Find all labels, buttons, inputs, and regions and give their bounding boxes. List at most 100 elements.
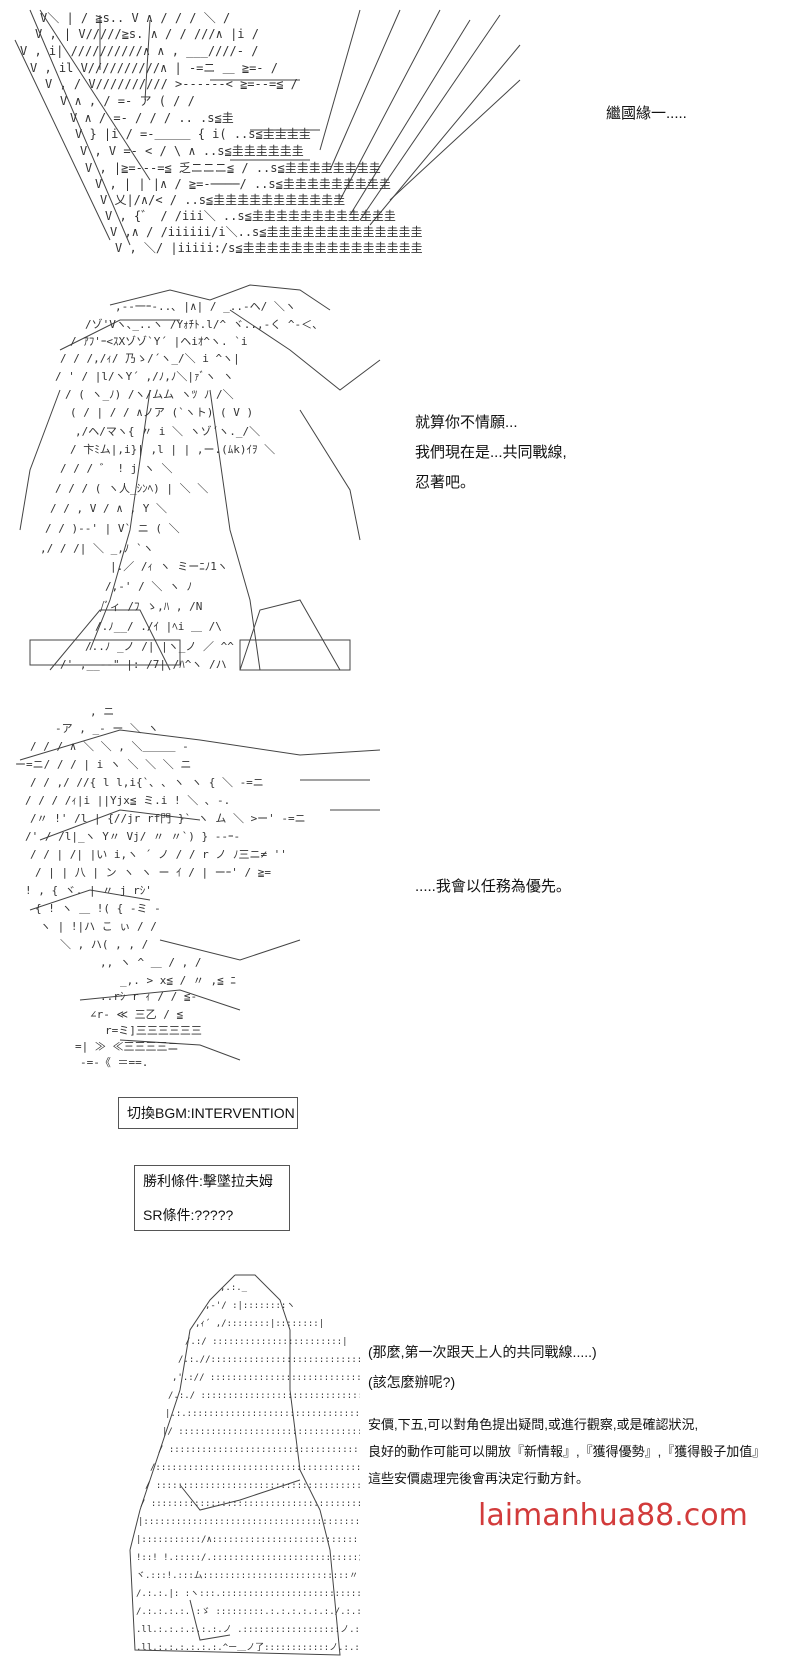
svg-text:V ∧ / =- / / /: V ∧ / =- / / / .. .s≦圭 bbox=[70, 111, 234, 125]
instruction-line-3: 這些安價處理完後會再決定行動方針。 bbox=[368, 1471, 590, 1486]
svg-text:/ / / ∧ ＼ ＼ , ＼＿＿＿: / / / ∧ ＼ ＼ , ＼＿＿＿ - bbox=[30, 740, 189, 753]
svg-text:/ / )--' | V` ニ ( ＼: / / )--' | V` ニ ( ＼ bbox=[45, 522, 180, 535]
svg-text:＼ , ハ( , , /: ＼ , ハ( , , / bbox=[60, 938, 148, 951]
svg-text:|.／ /ｨ ヽ ミーﾆﾉ1ヽ: |.／ /ｨ ヽ ミーﾆﾉ1ヽ bbox=[110, 560, 228, 573]
svg-text:V , il V//////////∧ |: V , il V//////////∧ | -=ニ ＿ ≧=- / bbox=[30, 61, 278, 75]
svg-text:!::! !.:::::/.::::::::::::::::: !::! !.:::::/.::::::::::::::::::::::::::… bbox=[136, 1553, 360, 1563]
svg-text:_,. > x≦ / 〃 ,≦ ﾆ: _,. > x≦ / 〃 ,≦ ﾆ bbox=[120, 974, 236, 987]
svg-text:V , |≧=---=≦ 乏ニニニ≦ / ..s≦: V , |≧=---=≦ 乏ニニニ≦ / ..s≦圭圭圭圭圭圭圭圭 bbox=[85, 161, 381, 175]
svg-text:/.:.//::::::::::::::::::::::::: /.:.//::::::::::::::::::::::::::::| bbox=[178, 1355, 360, 1365]
svg-text:/ ' / |l/ヽY´ ,/ﾉ,ﾉ＼|ｧﾞヽ ヽ: / ' / |l/ヽY´ ,/ﾉ,ﾉ＼|ｧﾞヽ ヽ bbox=[55, 370, 234, 383]
svg-text:/' / /l|_ヽ Y〃 Vj/ 〃 〃`) }: /' / /l|_ヽ Y〃 Vj/ 〃 〃`) } --ｰ- bbox=[25, 830, 240, 843]
svg-text:/.:./ ::::::::::::::::::::::::: /.:./ :::::::::::::::::::::::::::::::::| bbox=[168, 1391, 360, 1401]
svg-text:/ / / ( ヽ人_ｼﾝﾍ) | ＼ ＼: / / / ( ヽ人_ｼﾝﾍ) | ＼ ＼ bbox=[55, 482, 208, 495]
ascii-art-back-figure: ,.:._ ,-'/ :|::::::::ヽ ,ｨ´ ,/::::::::|::… bbox=[0, 1270, 360, 1667]
svg-text:V } |i / =-＿＿＿ { i(: V } |i / =-＿＿＿ { i( ..s≦圭圭圭圭 bbox=[75, 127, 311, 141]
svg-text:/ ｱﾌ'ｰ<ｽXゾゾ`Y´ |ヘiｵ^ヽ. `i: / ｱﾌ'ｰ<ｽXゾゾ`Y´ |ヘiｵ^ヽ. `i bbox=[70, 335, 247, 348]
svg-text:! , { ヾ. | 〃 j rｼ': ! , { ヾ. | 〃 j rｼ' bbox=[25, 884, 152, 897]
svg-text:-=-《 ＝==.: -=-《 ＝==. bbox=[80, 1056, 148, 1069]
svg-text:/:::::::::::::::::::::::::::::: /:::::::::::::::::::::::::::::::::::::::… bbox=[150, 1463, 360, 1473]
svg-text:/.:.:.:.:. :ゞ :::::::::.:.:.:.: /.:.:.:.:. :ゞ :::::::::.:.:.:.:.:.:./.:.… bbox=[136, 1607, 360, 1617]
svg-text:V 乂|/∧/< / ..s≦圭圭圭圭圭圭: V 乂|/∧/< / ..s≦圭圭圭圭圭圭圭圭圭圭圭 bbox=[100, 193, 345, 207]
svg-text:/.:/ ::::::::::::::::::::::::|: /.:/ ::::::::::::::::::::::::| bbox=[185, 1337, 348, 1347]
svg-text:-ア , _- ー ＼ ヽ: -ア , _- ー ＼ ヽ bbox=[55, 722, 159, 735]
thought-line-1: (那麼,第一次跟天上人的共同戰線.....) bbox=[368, 1344, 597, 1360]
panel-1-caption: 繼國緣一..... bbox=[606, 105, 687, 122]
panel-2-line-2: 我們現在是...共同戰線, bbox=[415, 444, 567, 461]
svg-text:|:::::::::::/∧::::::::::::::::: |:::::::::::/∧::::::::::::::::::::::::::… bbox=[136, 1535, 360, 1545]
svg-text:r=ミ]三三三三三三: r=ミ]三三三三三三 bbox=[105, 1024, 202, 1037]
svg-text:/ | | 八 | ン ヽ ヽ ー ｲ / |: / | | 八 | ン ヽ ヽ ー ｲ / | ーｰ' / ≧= bbox=[35, 866, 271, 879]
ascii-art-robot: ,--一ｰ-..､ |∧| / _..-ヘ/ ＼ヽ /ゾ'Vヽ､_..ヽ /Yｫ… bbox=[0, 270, 400, 690]
svg-text:|:::::::::::::::::::::::::::::: |:::::::::::::::::::::::::::::::::::::::… bbox=[138, 1517, 360, 1527]
svg-text:/ / | /| |い i,ヽ ´ ノ / / r: / / | /| |い i,ヽ ´ ノ / / r ノ ﾉ三ニ≠ '' bbox=[30, 848, 287, 861]
svg-text:,/ / /| ＼ _,ﾉ `ヽ: ,/ / /| ＼ _,ﾉ `ヽ bbox=[40, 542, 154, 555]
svg-text:,/ヘ/マヽ{ 〃 i ＼ ヽゾ´ヽ._/＼: ,/ヘ/マヽ{ 〃 i ＼ ヽゾ´ヽ._/＼ bbox=[75, 425, 260, 438]
panel-2-line-3: 忍著吧。 bbox=[415, 474, 476, 491]
svg-text:/ﾞィ /ﾌ ゝ,ﾊ , /N: /ﾞィ /ﾌ ゝ,ﾊ , /N bbox=[100, 600, 202, 613]
svg-text:V＼ | / ≧s.. V ∧: V＼ | / ≧s.. V ∧ / / / ＼ / bbox=[40, 11, 230, 25]
svg-text:.ll.:.:.:.:.:.:.^ー＿ノ了:::::::::: .ll.:.:.:.:.:.:.^ー＿ノ了::::::::::::ノ.:.:.:… bbox=[136, 1642, 360, 1653]
svg-text:/,-' / ＼ ヽ ﾉ: /,-' / ＼ ヽ ﾉ bbox=[105, 580, 192, 593]
svg-text:V , ＼/ |iiiii:/s≦圭圭圭圭圭圭圭圭圭圭圭圭圭: V , ＼/ |iiiii:/s≦圭圭圭圭圭圭圭圭圭圭圭圭圭圭圭 bbox=[115, 241, 423, 255]
sr-condition: SR條件:????? bbox=[143, 1207, 234, 1223]
svg-text:/ / /,/ｨ/ 乃ゝ/´ヽ_/＼ i ^ヽ|: / / /,/ｨ/ 乃ゝ/´ヽ_/＼ i ^ヽ| bbox=[60, 352, 240, 365]
panel-5: ,.:._ ,-'/ :|::::::::ヽ ,ｨ´ ,/::::::::|::… bbox=[0, 1270, 800, 1667]
svg-text:,ｨ´ ,/::::::::|::::::::|: ,ｨ´ ,/::::::::|::::::::| bbox=[195, 1318, 324, 1329]
svg-text:{ ! ヽ ＿ !( { -ミ -: { ! ヽ ＿ !( { -ミ - bbox=[35, 902, 161, 915]
svg-text:/ / ,/ //{ l l,i{`､ ､ ヽ ヽ {: / / ,/ //{ l l,i{`､ ､ ヽ ヽ { ＼ -=ニ bbox=[30, 776, 264, 789]
svg-text:,-'/ :|::::::::ヽ: ,-'/ :|::::::::ヽ bbox=[205, 1301, 295, 1311]
svg-text:/〃 !' /l | {//jr rf門 }` ヽ: /〃 !' /l | {//jr rf門 }` ヽ ム ＼ >ー' -=ニ bbox=[30, 812, 306, 825]
svg-text:, ニ: , ニ bbox=[90, 705, 114, 718]
panel-1: V＼ | / ≧s.. V ∧ / / / ＼ / V , | V/////≧s… bbox=[0, 0, 800, 260]
svg-text:|.:.::::::::::::::::::::::::::: |.:.::::::::::::::::::::::::::::::::::::… bbox=[165, 1409, 360, 1419]
svg-text:V , / V////////// >------<: V , / V////////// >------< ≧=--=≦ / bbox=[45, 77, 298, 91]
svg-text:V , {゛ / /iii＼ ..s≦圭圭圭圭圭圭圭圭: V , {゛ / /iii＼ ..s≦圭圭圭圭圭圭圭圭圭圭圭圭 bbox=[105, 209, 396, 223]
svg-text:V , | V/////≧s.: V , | V/////≧s. ∧ / / ///∧ |i / bbox=[35, 27, 259, 41]
svg-text:/.:.:.|: :ヽ:::.:::::::::::::::: /.:.:.|: :ヽ:::.:::::::::::::::::::::::::… bbox=[136, 1589, 360, 1599]
svg-text:,.:._: ,.:._ bbox=[220, 1283, 248, 1293]
panel-3: , ニ -ア , _- ー ＼ ヽ / / / ∧ ＼ ＼ , ＼＿＿＿ - ー… bbox=[0, 700, 800, 1080]
svg-text:V , i| //////////∧ ∧: V , i| //////////∧ ∧ , ___////- / bbox=[20, 44, 258, 58]
panel-2-line-1: 就算你不情願... bbox=[415, 414, 518, 431]
svg-text:∠r- ≪ 三乙 / ≦: ∠r- ≪ 三乙 / ≦ bbox=[90, 1008, 183, 1021]
svg-text:/..ﾉ _ノ /| |ヽ_ノ ／ ^^: /..ﾉ _ノ /| |ヽ_ノ ／ ^^ bbox=[85, 640, 234, 653]
svg-text:ヾ.:::!.:::ム:::::::::::::::::::: ヾ.:::!.:::ム:::::::::::::::::::::::::::〃 … bbox=[136, 1570, 360, 1581]
svg-text:V ∧ , / =- ア (: V ∧ , / =- ア ( / / bbox=[60, 94, 195, 108]
bgm-text: 切換BGM:INTERVENTION bbox=[127, 1105, 295, 1121]
svg-text:/ゾ'Vヽ､_..ヽ /Yｫﾁﾄ.l/^ ヾ..,-く ^-: /ゾ'Vヽ､_..ヽ /Yｫﾁﾄ.l/^ ヾ..,-く ^-＜、 bbox=[85, 318, 323, 331]
ascii-art-closeup: , ニ -ア , _- ー ＼ ヽ / / / ∧ ＼ ＼ , ＼＿＿＿ - ー… bbox=[0, 700, 400, 1080]
svg-text:/ / , V / ∧ , Y: / / , V / ∧ , Y ＼ bbox=[50, 502, 167, 515]
ascii-art-speedlines: V＼ | / ≧s.. V ∧ / / / ＼ / V , | V/////≧s… bbox=[0, 0, 560, 260]
svg-text:/ / / ゛ ! j ヽ ＼: / / / ゛ ! j ヽ ＼ bbox=[60, 462, 172, 475]
svg-text:,--一ｰ-..､ |∧| / _..-ヘ/ ＼ヽ: ,--一ｰ-..､ |∧| / _..-ヘ/ ＼ヽ bbox=[115, 300, 296, 313]
instruction-line-1: 安價,下五,可以對角色提出疑問,或進行觀察,或是確認狀況, bbox=[368, 1417, 699, 1432]
svg-text:/ ::::::::::::::::::::::::::::: / ::::::::::::::::::::::::::::::::::::::… bbox=[145, 1481, 360, 1491]
win-condition: 勝利條件:擊墜拉夫姆 bbox=[143, 1173, 273, 1189]
condition-box: 勝利條件:擊墜拉夫姆 SR條件:????? bbox=[134, 1165, 290, 1231]
panel-2: ,--一ｰ-..､ |∧| / _..-ヘ/ ＼ヽ /ゾ'Vヽ､_..ヽ /Yｫ… bbox=[0, 270, 800, 690]
instruction-line-2: 良好的動作可能可以開放『新情報』,『獲得優勢』,『獲得骰子加值』 bbox=[368, 1444, 766, 1459]
svg-text:/ ::::::::::::::::::::::::::::: / ::::::::::::::::::::::::::::::::::::::… bbox=[140, 1499, 360, 1509]
svg-text:( / | / / ∧ノア (`ヽト) ( V ): ( / | / / ∧ノア (`ヽト) ( V ) bbox=[70, 406, 253, 419]
svg-text:/ 卞ﾐム|,i}| ,l | | ,ー.(ﾑk)ｲ: / 卞ﾐム|,i}| ,l | | ,ー.(ﾑk)ｲｦ ＼ bbox=[70, 442, 275, 456]
panel-3-caption: .....我會以任務為優先。 bbox=[415, 878, 571, 895]
svg-text:/' ,__--" |: /7| /ﾊ^ヽ: /' ,__--" |: /7| /ﾊ^ヽ /ハ bbox=[60, 658, 227, 671]
watermark: laimanhua88.com bbox=[478, 1498, 748, 1533]
svg-text:ー=ニ/ / / | i ヽ ＼ ＼ ＼ ニ: ー=ニ/ / / | i ヽ ＼ ＼ ＼ ニ bbox=[15, 758, 191, 771]
svg-text:.ll.:.:.:.:.:.:.ノ .:::::::::::: .ll.:.:.:.:.:.:.ノ .::::::::::::::::::ノ.:… bbox=[136, 1625, 360, 1635]
svg-text:/ / / /ｨ|i ||Yjx≦ ミ.i !: / / / /ｨ|i ||Yjx≦ ミ.i ! ＼ ､ -. bbox=[25, 794, 230, 807]
svg-text:ヽ | !|ハ こ ぃ / /: ヽ | !|ハ こ ぃ / / bbox=[40, 920, 157, 933]
svg-text:V , V =- < / \ ∧: V , V =- < / \ ∧ ..s≦圭圭圭圭圭圭 bbox=[80, 144, 304, 158]
svg-text:..rｼ r ｨ / / ≦-: ..rｼ r ｨ / / ≦- bbox=[100, 990, 197, 1003]
svg-text:/ ::::::::::::::::::::::::::::: / ::::::::::::::::::::::::::::::::::::::… bbox=[158, 1445, 360, 1455]
svg-text:|/ :::::::::::::::::::::::::::: |/ :::::::::::::::::::::::::::::::::::::… bbox=[162, 1427, 360, 1437]
svg-text:/.ﾉ__/ ./ｲ |ﾍi ＿ /\: /.ﾉ__/ ./ｲ |ﾍi ＿ /\ bbox=[95, 620, 222, 633]
svg-text:,'.:// :::::::::::::::::::::::: ,'.:// :::::::::::::::::::::::::::::::| bbox=[172, 1373, 360, 1383]
svg-text:=| ≫ ≪三三三三ニ: =| ≫ ≪三三三三ニ bbox=[75, 1040, 179, 1053]
thought-line-2: (該怎麼辦呢?) bbox=[368, 1374, 456, 1390]
svg-text:V , | | |∧ / ≧=-────/ ..s: V , | | |∧ / ≧=-────/ ..s≦圭圭圭圭圭圭圭圭圭 bbox=[95, 177, 391, 191]
svg-text:/ ( ヽ_ﾉ) /ヽ/ムム ヽﾂ ﾉ /＼: / ( ヽ_ﾉ) /ヽ/ムム ヽﾂ ﾉ /＼ bbox=[65, 388, 234, 401]
svg-text:V ,∧ / /iiiiii/i＼..s≦圭圭圭圭圭圭圭圭: V ,∧ / /iiiiii/i＼..s≦圭圭圭圭圭圭圭圭圭圭圭圭圭 bbox=[110, 225, 423, 239]
svg-text:,, ヽ ^ ＿ / , /: ,, ヽ ^ ＿ / , / bbox=[100, 956, 201, 969]
